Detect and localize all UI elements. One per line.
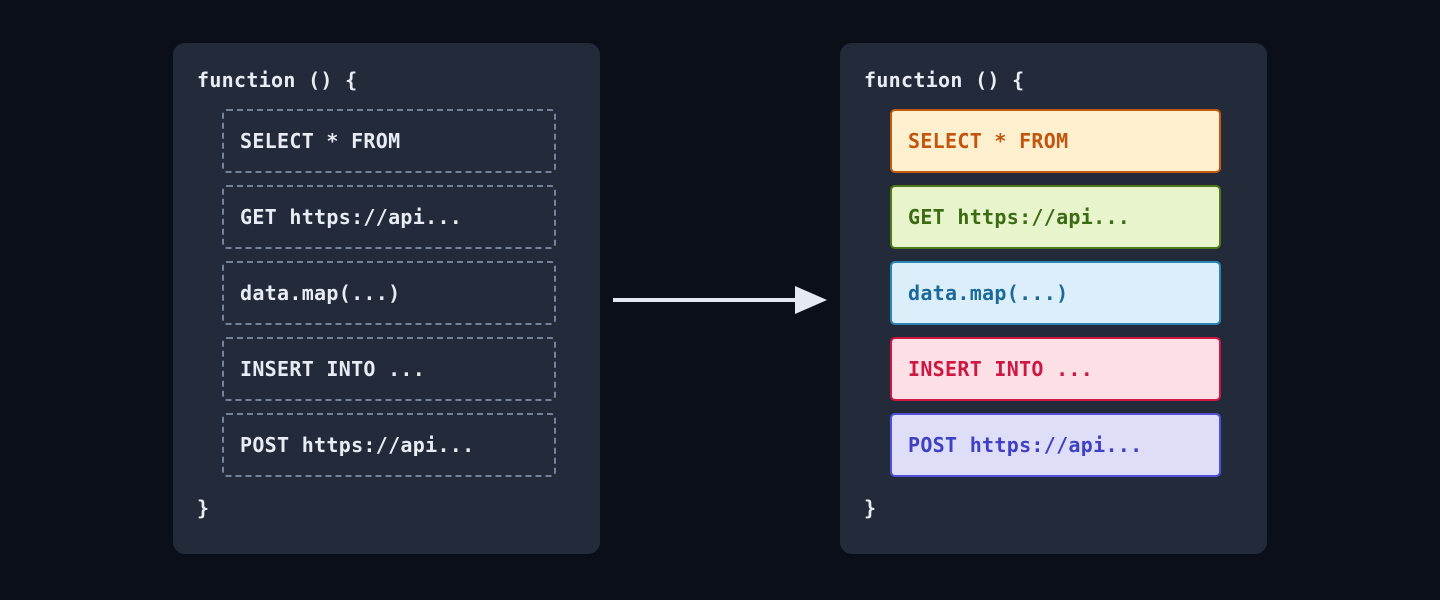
tagged-statement-row[interactable]: GET https://api... bbox=[890, 185, 1221, 249]
tagged-statement-row[interactable]: SELECT * FROM bbox=[890, 109, 1221, 173]
statement-text: GET https://api... bbox=[240, 205, 463, 229]
function-open-brace-after: function () { bbox=[864, 68, 1025, 92]
statement-text: SELECT * FROM bbox=[240, 129, 401, 153]
statement-text: INSERT INTO ... bbox=[908, 357, 1094, 381]
tagged-statement-row[interactable]: POST https://api... bbox=[890, 413, 1221, 477]
statement-text: INSERT INTO ... bbox=[240, 357, 426, 381]
statement-text: POST https://api... bbox=[908, 433, 1143, 457]
function-open-brace-before: function () { bbox=[197, 68, 358, 92]
statement-text: data.map(...) bbox=[240, 281, 401, 305]
statement-row[interactable]: GET https://api... bbox=[222, 185, 556, 249]
before-statement-list: SELECT * FROM GET https://api... data.ma… bbox=[173, 109, 600, 477]
statement-row[interactable]: INSERT INTO ... bbox=[222, 337, 556, 401]
after-statement-list: SELECT * FROM GET https://api... data.ma… bbox=[840, 109, 1267, 477]
tagged-statement-row[interactable]: data.map(...) bbox=[890, 261, 1221, 325]
tagged-statement-row[interactable]: INSERT INTO ... bbox=[890, 337, 1221, 401]
statement-row[interactable]: SELECT * FROM bbox=[222, 109, 556, 173]
after-classification-panel: function () { SELECT * FROM GET https://… bbox=[840, 43, 1267, 554]
right-arrow-icon bbox=[613, 283, 827, 317]
statement-row[interactable]: POST https://api... bbox=[222, 413, 556, 477]
statement-text: GET https://api... bbox=[908, 205, 1131, 229]
function-close-brace-before: } bbox=[197, 496, 210, 520]
statement-text: data.map(...) bbox=[908, 281, 1069, 305]
statement-text: SELECT * FROM bbox=[908, 129, 1069, 153]
statement-row[interactable]: data.map(...) bbox=[222, 261, 556, 325]
statement-text: POST https://api... bbox=[240, 433, 475, 457]
function-close-brace-after: } bbox=[864, 496, 877, 520]
before-classification-panel: function () { SELECT * FROM GET https://… bbox=[173, 43, 600, 554]
